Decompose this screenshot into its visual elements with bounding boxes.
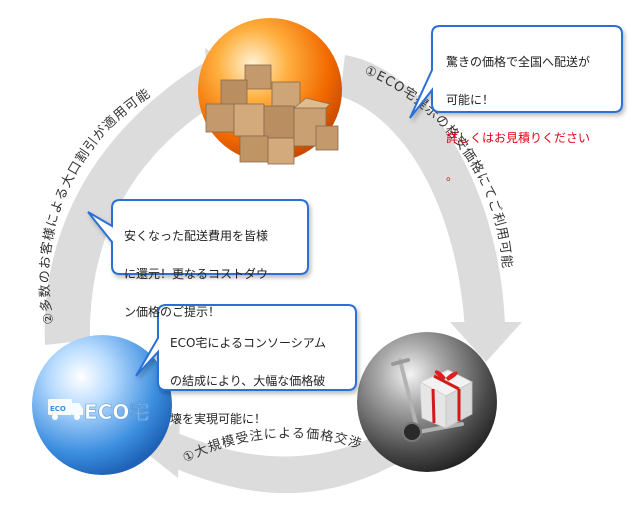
boxes-node [198,18,342,165]
truck-label: ECO [50,405,66,413]
band-top-left [44,62,223,345]
bubble-middle-line1: 安くなった配送費用を皆様 [124,229,269,243]
cardboard-boxes-icon [205,64,339,165]
bubble-top-right-line2: 可能に！ [446,93,495,107]
bubble-top-right-line1: 驚きの価格で全国へ配送が [446,55,591,69]
bubble-top-right-line3: 詳しくはお見積りください [446,131,591,145]
bubble-middle-line3: ン価格のご提示！ [124,305,221,319]
bubble-lower-text: ECO宅によるコンソーシアム の結成により、大幅な価格破 壊を実現可能に！ [170,315,352,448]
bubble-top-right [409,25,623,119]
hand-truck-icon [391,358,464,442]
bubble-middle-line2: に還元！更なるコストダウ [124,267,269,281]
blue-sphere [32,335,172,475]
bubble-lower-line2: の結成により、大幅な価格破 [170,374,326,388]
bubble-lower-line3: 壊を実現可能に！ [170,412,267,426]
bubble-lower [135,304,357,391]
bubble-middle-text: 安くなった配送費用を皆様 に還元！更なるコストダウ ン価格のご提示！ [124,208,304,341]
truck-icon: ECO [48,399,83,420]
bubble-top-right-line4: 。 [446,169,459,183]
logo-text: ECO宅 [84,400,149,424]
eco-logo: ECO ECO宅 [48,399,150,424]
eco-node: ECO ECO宅 [32,335,172,475]
bubble-top-right-text: 驚きの価格で全国へ配送が 可能に！ 詳しくはお見積りください 。 [446,34,616,205]
bubble-middle [87,199,309,275]
arrow-head-right [450,322,522,362]
gift-box-icon [419,369,473,429]
band-right [340,55,505,330]
handtruck-node [357,332,497,472]
arrow-head-bottom [140,418,180,478]
band-bottom [160,430,400,494]
bubble-lower-line1: ECO宅によるコンソーシアム [170,336,326,350]
